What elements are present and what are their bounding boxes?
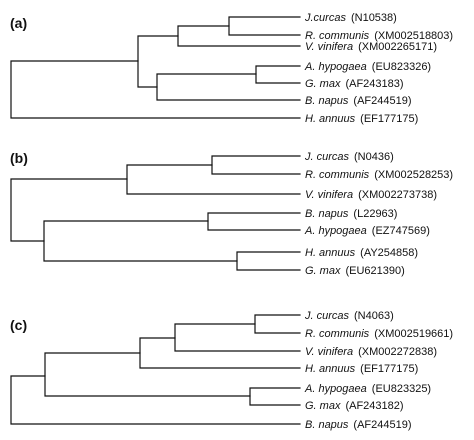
accession-id: (EF177175)	[360, 363, 418, 375]
species-name: J. curcas	[304, 151, 350, 163]
species-name: B. napus	[305, 419, 349, 431]
branch	[156, 73, 301, 101]
panel-c-leaves: J. curcas (N4063) R. communis (XM002519661…	[304, 310, 453, 431]
panel-b-label: (b)	[10, 150, 28, 166]
panel-c-tree	[10, 314, 301, 425]
leaf-label: R. communis (XM002528253)	[305, 169, 453, 181]
leaf-label: B. napus (L22963)	[305, 208, 397, 220]
branch	[207, 212, 301, 231]
leaf-label: G. max (EU621390)	[305, 265, 405, 277]
leaf-label: V. vinifera (XM002273738)	[305, 189, 437, 201]
accession-id: (AF243183)	[345, 78, 403, 90]
panel-a-leaves: J.curcas (N10538) R. communis (XM002518803…	[304, 12, 453, 125]
accession-id: (XM002273738)	[358, 189, 437, 201]
branch	[139, 337, 301, 369]
leaf-label: H. annuus (EF177175)	[305, 113, 418, 125]
accession-id: (EZ747569)	[372, 225, 430, 237]
branch	[126, 164, 301, 195]
accession-id: (AY254858)	[360, 247, 418, 259]
leaf-label: H. annuus (EF177175)	[305, 363, 418, 375]
accession-id: (AF244519)	[353, 419, 411, 431]
panel-b-tree	[10, 155, 301, 271]
species-name: G. max	[305, 400, 341, 412]
leaf-label: B. napus (AF244519)	[305, 419, 412, 431]
panel-c-label: (c)	[10, 317, 27, 333]
branch	[254, 314, 301, 334]
species-name: A. hypogaea	[304, 383, 367, 395]
species-name: J.curcas	[304, 12, 346, 24]
branch	[236, 251, 301, 271]
species-name: V. vinifera	[305, 41, 353, 53]
leaf-label: J. curcas (N4063)	[304, 310, 394, 322]
leaf-label: H. annuus (AY254858)	[305, 247, 418, 259]
species-name: R. communis	[305, 328, 370, 340]
accession-id: (AF244519)	[353, 95, 411, 107]
branch	[44, 352, 251, 397]
leaf-label: J.curcas (N10538)	[304, 12, 397, 24]
species-name: R. communis	[305, 30, 370, 42]
leaf-label: G. max (AF243182)	[305, 400, 404, 412]
leaf-label: J. curcas (N0436)	[304, 151, 394, 163]
panel-b: (b) J. curcas (N0436) R. communis (XM00252…	[10, 150, 453, 277]
species-name: A. hypogaea	[304, 225, 367, 237]
leaf-label: G. max (AF243183)	[305, 78, 404, 90]
accession-id: (XM002519661)	[374, 328, 453, 340]
species-name: B. napus	[305, 95, 349, 107]
species-name: H. annuus	[305, 363, 356, 375]
accession-id: (XM002518803)	[374, 30, 453, 42]
accession-id: (N10538)	[351, 12, 397, 24]
leaf-label: A. hypogaea (EU823326)	[304, 61, 431, 73]
panel-a-tree	[10, 16, 301, 119]
leaf-label: V. vinifera (XM002272838)	[305, 346, 437, 358]
leaf-label: A. hypogaea (EU823325)	[304, 383, 431, 395]
species-name: G. max	[305, 265, 341, 277]
branch	[255, 65, 301, 84]
panel-a-label: (a)	[10, 15, 27, 31]
species-name: G. max	[305, 78, 341, 90]
branch	[211, 155, 301, 175]
leaf-label: V. vinifera (XM002265171)	[305, 41, 437, 53]
accession-id: (AF243182)	[345, 400, 403, 412]
accession-id: (EF177175)	[360, 113, 418, 125]
species-name: B. napus	[305, 208, 349, 220]
accession-id: (EU823326)	[372, 61, 431, 73]
panel-c: (c) J. curcas (N4063) R. communis (XM00251…	[10, 310, 453, 431]
branch	[174, 323, 301, 352]
accession-id: (XM002272838)	[358, 346, 437, 358]
species-name: V. vinifera	[305, 189, 353, 201]
branch	[10, 60, 301, 119]
branch	[177, 25, 301, 47]
branch	[249, 387, 301, 406]
panel-b-leaves: J. curcas (N0436) R. communis (XM002528253…	[304, 151, 453, 277]
species-name: A. hypogaea	[304, 61, 367, 73]
species-name: H. annuus	[305, 247, 356, 259]
species-name: J. curcas	[304, 310, 350, 322]
accession-id: (EU823325)	[372, 383, 431, 395]
branch	[10, 375, 301, 425]
panel-a: (a) J.curcas (N10538) R. communis (XM00251…	[10, 12, 453, 125]
species-name: H. annuus	[305, 113, 356, 125]
branch	[228, 16, 301, 36]
accession-id: (EU621390)	[345, 265, 404, 277]
accession-id: (XM002528253)	[374, 169, 453, 181]
leaf-label: R. communis (XM002519661)	[305, 328, 453, 340]
leaf-label: B. napus (AF244519)	[305, 95, 412, 107]
branch	[137, 35, 179, 88]
accession-id: (L22963)	[353, 208, 397, 220]
branch	[10, 178, 128, 242]
accession-id: (N0436)	[354, 151, 394, 163]
accession-id: (XM002265171)	[358, 41, 437, 53]
accession-id: (N4063)	[354, 310, 394, 322]
species-name: V. vinifera	[305, 346, 353, 358]
leaf-label: R. communis (XM002518803)	[305, 30, 453, 42]
species-name: R. communis	[305, 169, 370, 181]
leaf-label: A. hypogaea (EZ747569)	[304, 225, 430, 237]
